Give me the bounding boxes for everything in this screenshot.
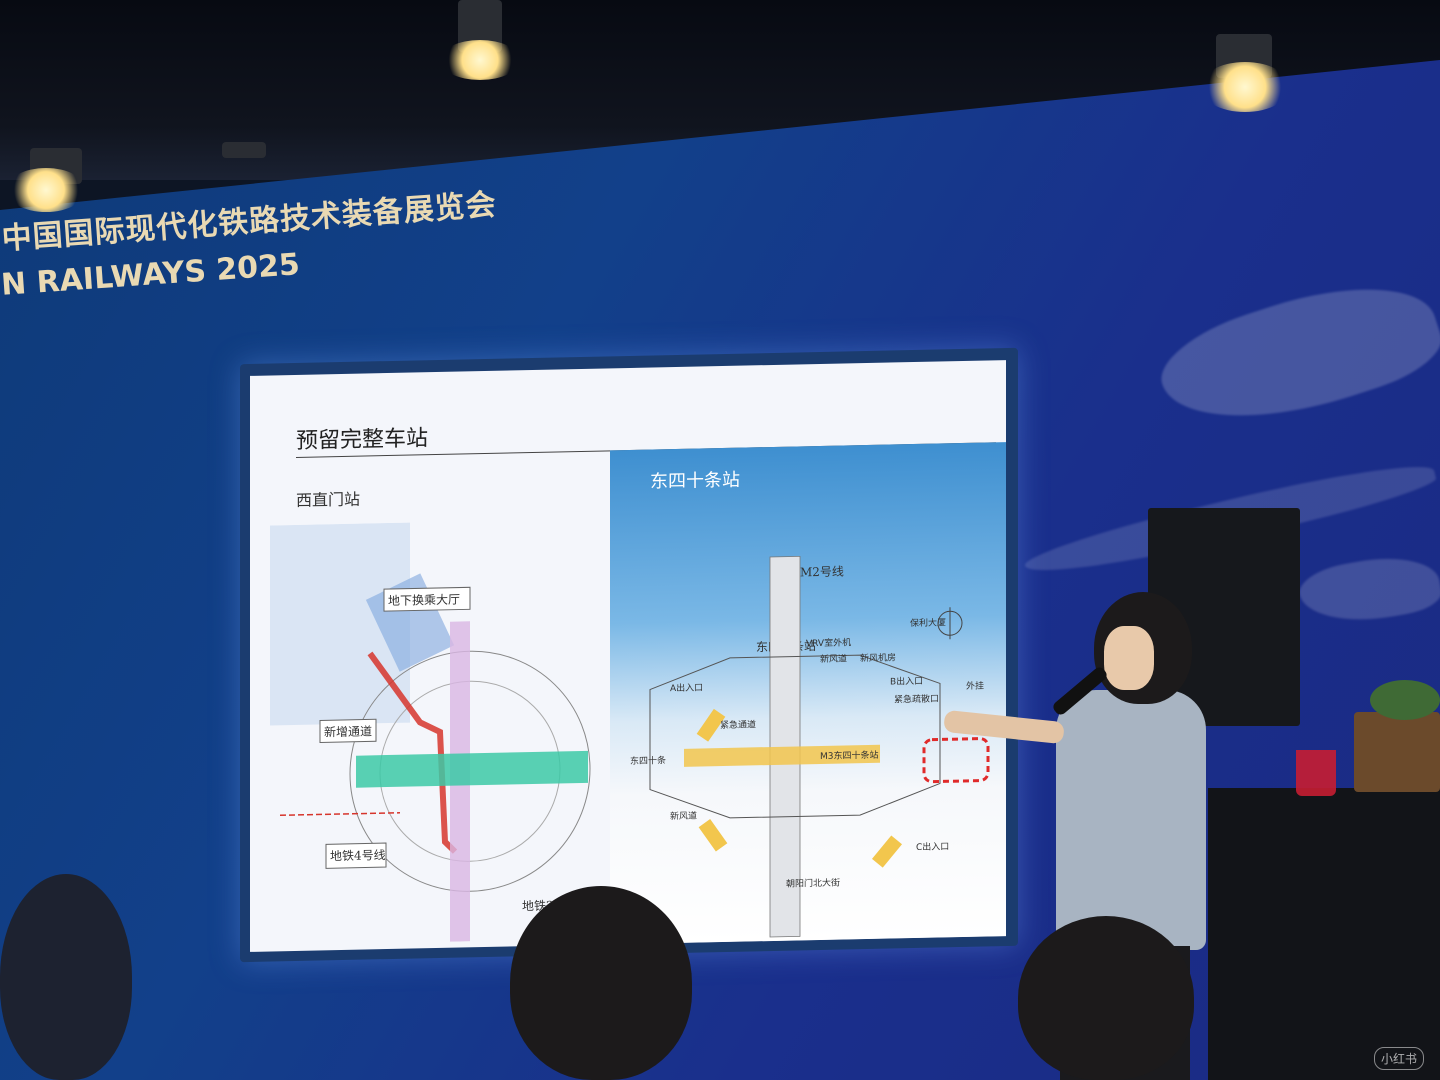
label-box <box>383 586 471 612</box>
presentation-screen: 预留完整车站 西直门站 新增通道 地下换乘大厅 地铁4号线 地铁2号线 东四十条… <box>250 360 1006 952</box>
ceiling-lamp-glow <box>440 40 520 80</box>
entrance-marker <box>698 818 728 852</box>
emergency-passage-label: 紧急通道 <box>720 718 756 731</box>
underground-hall-label: 地下换乘大厅 <box>388 593 460 609</box>
xizhimen-station-plan: 新增通道 地下换乘大厅 地铁4号线 地铁2号线 <box>270 522 591 942</box>
ceiling-lamp-glow <box>6 168 86 212</box>
new-passage-route <box>367 651 458 854</box>
fresh-air-duct-label: 新风道 <box>820 652 847 665</box>
label-box <box>319 718 377 743</box>
entrance-a-label: A出入口 <box>670 681 703 694</box>
m2-line-label: M2号线 <box>800 564 844 579</box>
vrv-label: VRV室外机 <box>806 636 851 649</box>
ceiling-lamp-glow <box>1200 62 1290 112</box>
fresh-air-room-label: 新风机房 <box>860 651 896 664</box>
reserved-area-dashed-box <box>922 737 990 784</box>
plan-blue-area <box>270 522 410 726</box>
road-label: 朝阳门北大街 <box>786 877 840 890</box>
entrance-marker <box>871 835 903 868</box>
side-table <box>1208 788 1440 1080</box>
plan-dashed-line <box>280 812 400 817</box>
m3-platform-highlight <box>684 744 880 767</box>
new-passage-label: 新增通道 <box>324 723 372 739</box>
plant <box>1370 680 1440 720</box>
entrance-c-label: C出入口 <box>916 840 949 853</box>
slide-title: 预留完整车站 <box>296 426 429 454</box>
fresh-air-duct-label-2: 新风道 <box>670 810 697 823</box>
label-box <box>325 842 387 869</box>
left-station-label: 西直门站 <box>296 489 361 510</box>
station-outline <box>649 654 941 819</box>
dongsishitiao-station-plan: M2号线 东四十条站 M3东四十条站 A出入口 B出入口 C出入口 东四十条 新… <box>630 555 990 938</box>
dongsishitiao-panel: 东四十条站 M2号线 东四十条站 M3东四十条站 A出入口 B出入口 C出入口 … <box>610 442 1006 945</box>
ceiling-spotlight <box>222 142 266 158</box>
emergency-exit-label: 紧急疏散口 <box>894 692 939 705</box>
plant-pot <box>1354 712 1440 792</box>
audience-head <box>0 874 132 1080</box>
presenter-face <box>1104 626 1154 690</box>
highlight-bar-label: M3东四十条站 <box>820 749 878 762</box>
drink-cup <box>1296 750 1336 796</box>
entrance-b-label: B出入口 <box>890 675 923 688</box>
poly-building-label: 保利大厦 <box>910 616 946 629</box>
external-label: 外挂 <box>966 680 984 692</box>
line4-platform-highlight <box>356 750 588 788</box>
entrance-marker <box>696 708 726 742</box>
presenter-body <box>1056 690 1206 950</box>
audience-head <box>510 886 692 1080</box>
watermark-badge: 小红书 <box>1373 1047 1424 1070</box>
street-label: 东四十条 <box>630 754 666 767</box>
line4-label: 地铁4号线 <box>330 848 386 863</box>
audience-head <box>1018 916 1194 1080</box>
